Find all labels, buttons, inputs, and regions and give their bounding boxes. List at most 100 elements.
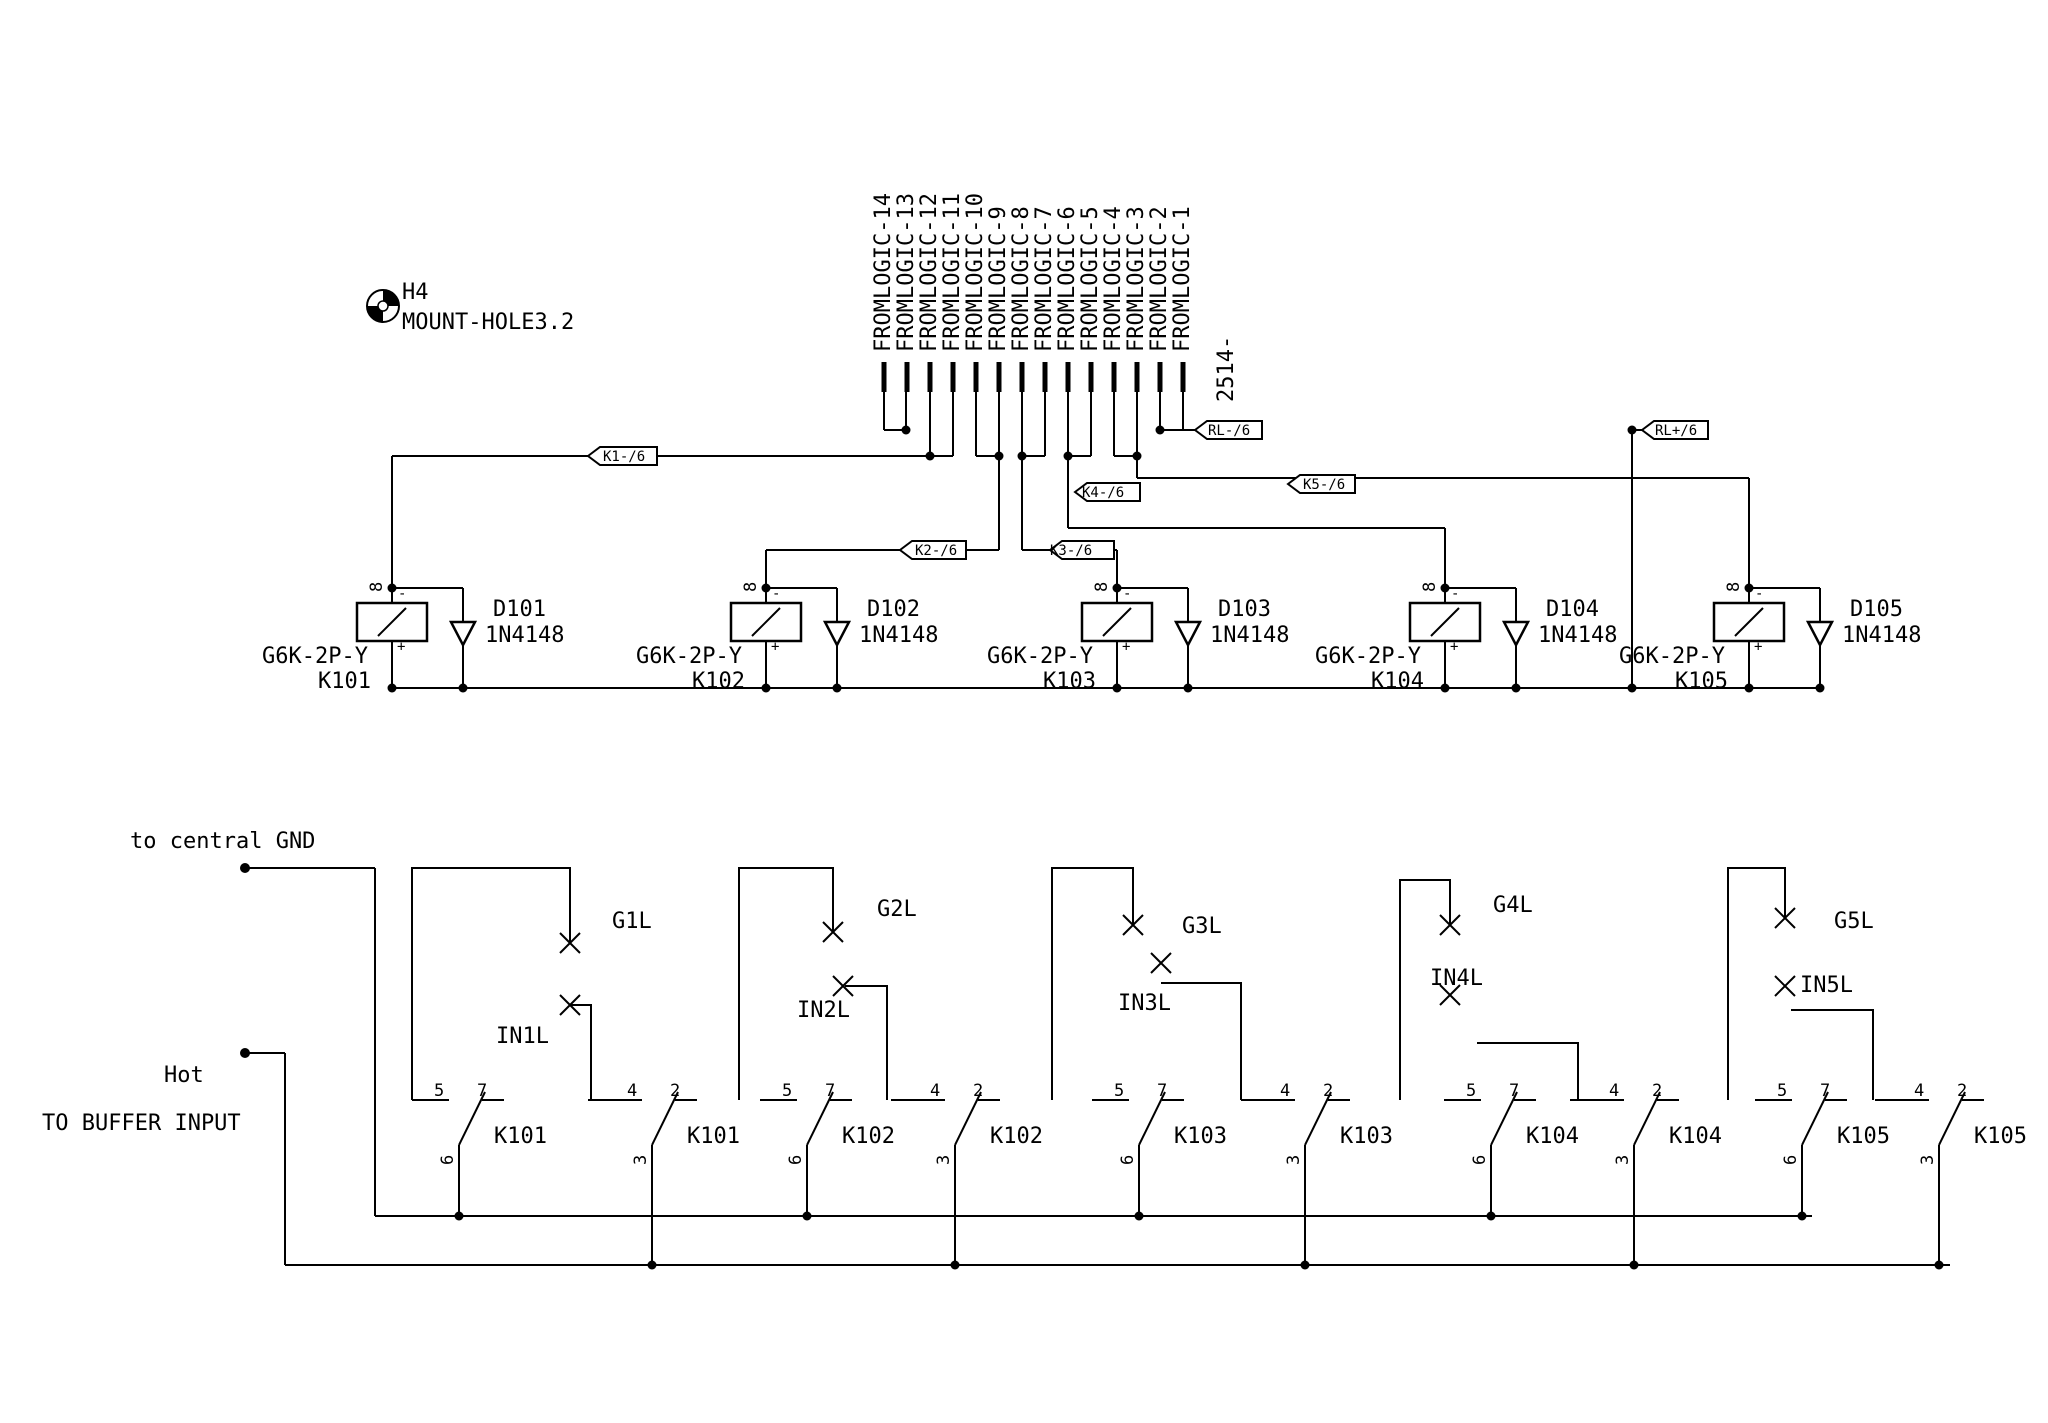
- contact-ref: K101: [687, 1124, 740, 1149]
- coil-minus-label: -: [1123, 586, 1131, 602]
- contact-ref: K103: [1174, 1124, 1227, 1149]
- pin-label: G5L: [1834, 909, 1874, 934]
- ground-label: to central GND: [130, 829, 315, 854]
- connector-name: 2514-: [1214, 336, 1239, 402]
- hot-label: Hot: [164, 1063, 204, 1088]
- relay-ref: K104: [1371, 669, 1424, 694]
- pin-g5l: G5L: [1774, 907, 1874, 934]
- connector-pin-label: FROMLOGIC-11: [940, 193, 965, 352]
- contact-pin-label: 6: [1781, 1155, 1801, 1165]
- contact-pin-label: 5: [1777, 1081, 1787, 1101]
- pin-g2l: G2L: [822, 897, 917, 943]
- pin-label: G2L: [877, 897, 917, 922]
- coil-pin-label: 8: [741, 582, 761, 592]
- diode-ref: D103: [1218, 597, 1271, 622]
- pin-in4l: IN4L: [1430, 966, 1483, 1006]
- net-tag-k2: K2-/6: [898, 540, 967, 560]
- diode-value: 1N4148: [485, 623, 564, 648]
- contact-ref: K104: [1669, 1124, 1722, 1149]
- relay-coil-icon: [1712, 601, 1786, 643]
- signal-labels: to central GND Hot TO BUFFER INPUT: [42, 829, 315, 1136]
- connector-pin-label: FROMLOGIC-7: [1032, 206, 1057, 352]
- connector-pin-label: FROMLOGIC-14: [871, 193, 896, 352]
- coil-plus-label: +: [1754, 639, 1762, 655]
- connector-pin-label: FROMLOGIC-13: [894, 193, 919, 352]
- pin-in1l: IN1L: [496, 994, 581, 1049]
- contact-pin-label: 4: [930, 1081, 940, 1101]
- contact-pin-label: 3: [934, 1155, 954, 1165]
- contact-pin-label: 2: [1323, 1081, 1333, 1101]
- connector-pin-label: FROMLOGIC-9: [986, 206, 1011, 352]
- contact-pin-label: 3: [1613, 1155, 1633, 1165]
- connector-pin: FROMLOGIC-14: [871, 193, 896, 392]
- diode-ref: D102: [867, 597, 920, 622]
- connector-pin-label: FROMLOGIC-1: [1170, 206, 1195, 352]
- pin-in5l: IN5L: [1774, 973, 1853, 998]
- contact-pin-label: 4: [1609, 1081, 1619, 1101]
- coil-minus-label: -: [1755, 586, 1763, 602]
- pin-label: G3L: [1182, 914, 1222, 939]
- contact-pin-label: 4: [1914, 1081, 1924, 1101]
- contact-ref: K101: [494, 1124, 547, 1149]
- coil-plus-label: +: [1122, 639, 1130, 655]
- relay-value: G6K-2P-Y: [636, 644, 742, 669]
- contact-pin-label: 7: [477, 1081, 487, 1101]
- contact-pin-label: 7: [825, 1081, 835, 1101]
- connector-pin: FROMLOGIC-4: [1101, 206, 1126, 392]
- contact-pin-label: 3: [1284, 1155, 1304, 1165]
- diode-value: 1N4148: [1842, 623, 1921, 648]
- contact-pin-label: 4: [1280, 1081, 1290, 1101]
- diode-icon: [822, 620, 852, 648]
- connector-pin: FROMLOGIC-6: [1055, 206, 1080, 392]
- relay-value: G6K-2P-Y: [987, 644, 1093, 669]
- contact-pin-label: 6: [786, 1155, 806, 1165]
- svg-text:K1-/6: K1-/6: [603, 449, 645, 465]
- coil-minus-label: -: [398, 586, 406, 602]
- svg-text:K3-/6: K3-/6: [1050, 543, 1092, 559]
- diode-icon: [448, 620, 478, 648]
- mount-hole-ref: H4: [402, 280, 429, 305]
- diode-ref: D101: [493, 597, 546, 622]
- contact-ref: K102: [842, 1124, 895, 1149]
- diode-ref: D105: [1850, 597, 1903, 622]
- mount-hole: H4 MOUNT-HOLE3.2: [366, 280, 574, 335]
- connector-pin-label: FROMLOGIC-6: [1055, 206, 1080, 352]
- connector-pin-label: FROMLOGIC-12: [917, 193, 942, 352]
- contact-ref: K102: [990, 1124, 1043, 1149]
- pin-in2l: IN2L: [797, 975, 854, 1023]
- contact-pin-label: 4: [627, 1081, 637, 1101]
- coil-plus-label: +: [397, 639, 405, 655]
- contact-pin-label: 5: [782, 1081, 792, 1101]
- contact-pin-label: 6: [438, 1155, 458, 1165]
- net-tag-rl-plus: RL+/6: [1640, 420, 1709, 440]
- pin-label: G1L: [612, 909, 652, 934]
- pin-g4l: G4L: [1439, 893, 1533, 936]
- coil-pin-label: 8: [1092, 582, 1112, 592]
- connector-pin-label: FROMLOGIC-5: [1078, 206, 1103, 352]
- relay-coils: 8-+G6K-2P-YK101D1011N41488-+G6K-2P-YK102…: [262, 582, 1921, 694]
- contact-pin-label: 7: [1157, 1081, 1167, 1101]
- diode-icon: [1805, 620, 1835, 648]
- diode-ref: D104: [1546, 597, 1599, 622]
- contact-pin-label: 5: [1466, 1081, 1476, 1101]
- svg-text:RL+/6: RL+/6: [1655, 423, 1697, 439]
- contact-pin-label: 7: [1509, 1081, 1519, 1101]
- relay-ref: K105: [1675, 669, 1728, 694]
- connector-pin: FROMLOGIC-3: [1124, 206, 1149, 392]
- connector: 2514- FROMLOGIC-14FROMLOGIC-13FROMLOGIC-…: [871, 193, 1239, 402]
- connector-pin: FROMLOGIC-13: [894, 193, 919, 392]
- coil-pin-label: 8: [1420, 582, 1440, 592]
- coil-wiring: [391, 392, 1819, 689]
- coil-pin-label: 8: [367, 582, 387, 592]
- relay-ref: K103: [1043, 669, 1096, 694]
- relay-contact: 5 7 6 K102: [760, 1081, 895, 1221]
